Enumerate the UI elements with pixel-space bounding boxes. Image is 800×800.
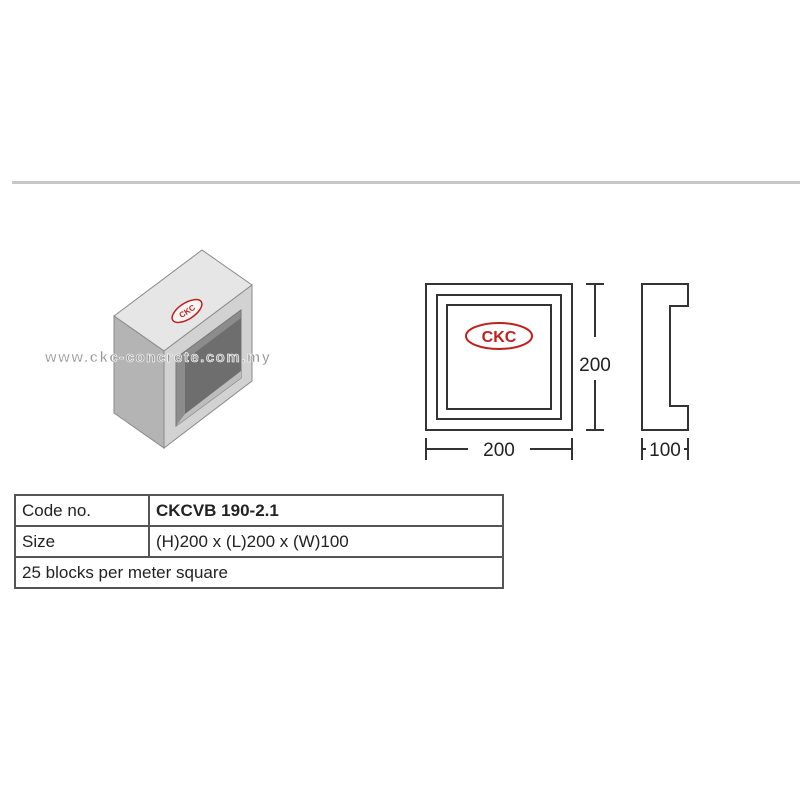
ckc-logo-text: CKC bbox=[482, 329, 517, 346]
side-view-profile bbox=[641, 283, 689, 431]
code-label: Code no. bbox=[14, 494, 150, 527]
top-divider bbox=[12, 181, 800, 184]
size-label: Size bbox=[14, 525, 150, 558]
block-3d-svg: CKC www.ckc-concrete.com.my bbox=[44, 249, 272, 450]
table-row: Size (H)200 x (L)200 x (W)100 bbox=[14, 525, 504, 558]
ckc-logo-oval-small bbox=[171, 298, 203, 324]
technical-drawing-svg: CKC 200 200 100 bbox=[425, 283, 689, 461]
spec-table: Code no. CKCVB 190-2.1 Size (H)200 x (L)… bbox=[14, 494, 504, 589]
length-dimension-label: 200 bbox=[483, 440, 515, 461]
width-dimension-label: 100 bbox=[649, 440, 681, 461]
front-view-middle bbox=[436, 294, 562, 420]
size-value: (H)200 x (L)200 x (W)100 bbox=[148, 525, 504, 558]
table-row: Code no. CKCVB 190-2.1 bbox=[14, 494, 504, 527]
watermark-text: www.ckc-concrete.com.my bbox=[44, 349, 272, 366]
table-row: 25 blocks per meter square bbox=[14, 556, 504, 589]
block-3d-illustration: CKC www.ckc-concrete.com.my bbox=[40, 238, 320, 460]
code-value: CKCVB 190-2.1 bbox=[148, 494, 504, 527]
front-view-outer bbox=[425, 283, 573, 431]
height-dimension-label: 200 bbox=[579, 355, 611, 376]
ckc-logo-oval bbox=[465, 322, 533, 350]
front-view-inner bbox=[446, 304, 552, 410]
coverage-note: 25 blocks per meter square bbox=[14, 556, 504, 589]
technical-drawing: CKC 200 200 100 bbox=[410, 270, 710, 470]
